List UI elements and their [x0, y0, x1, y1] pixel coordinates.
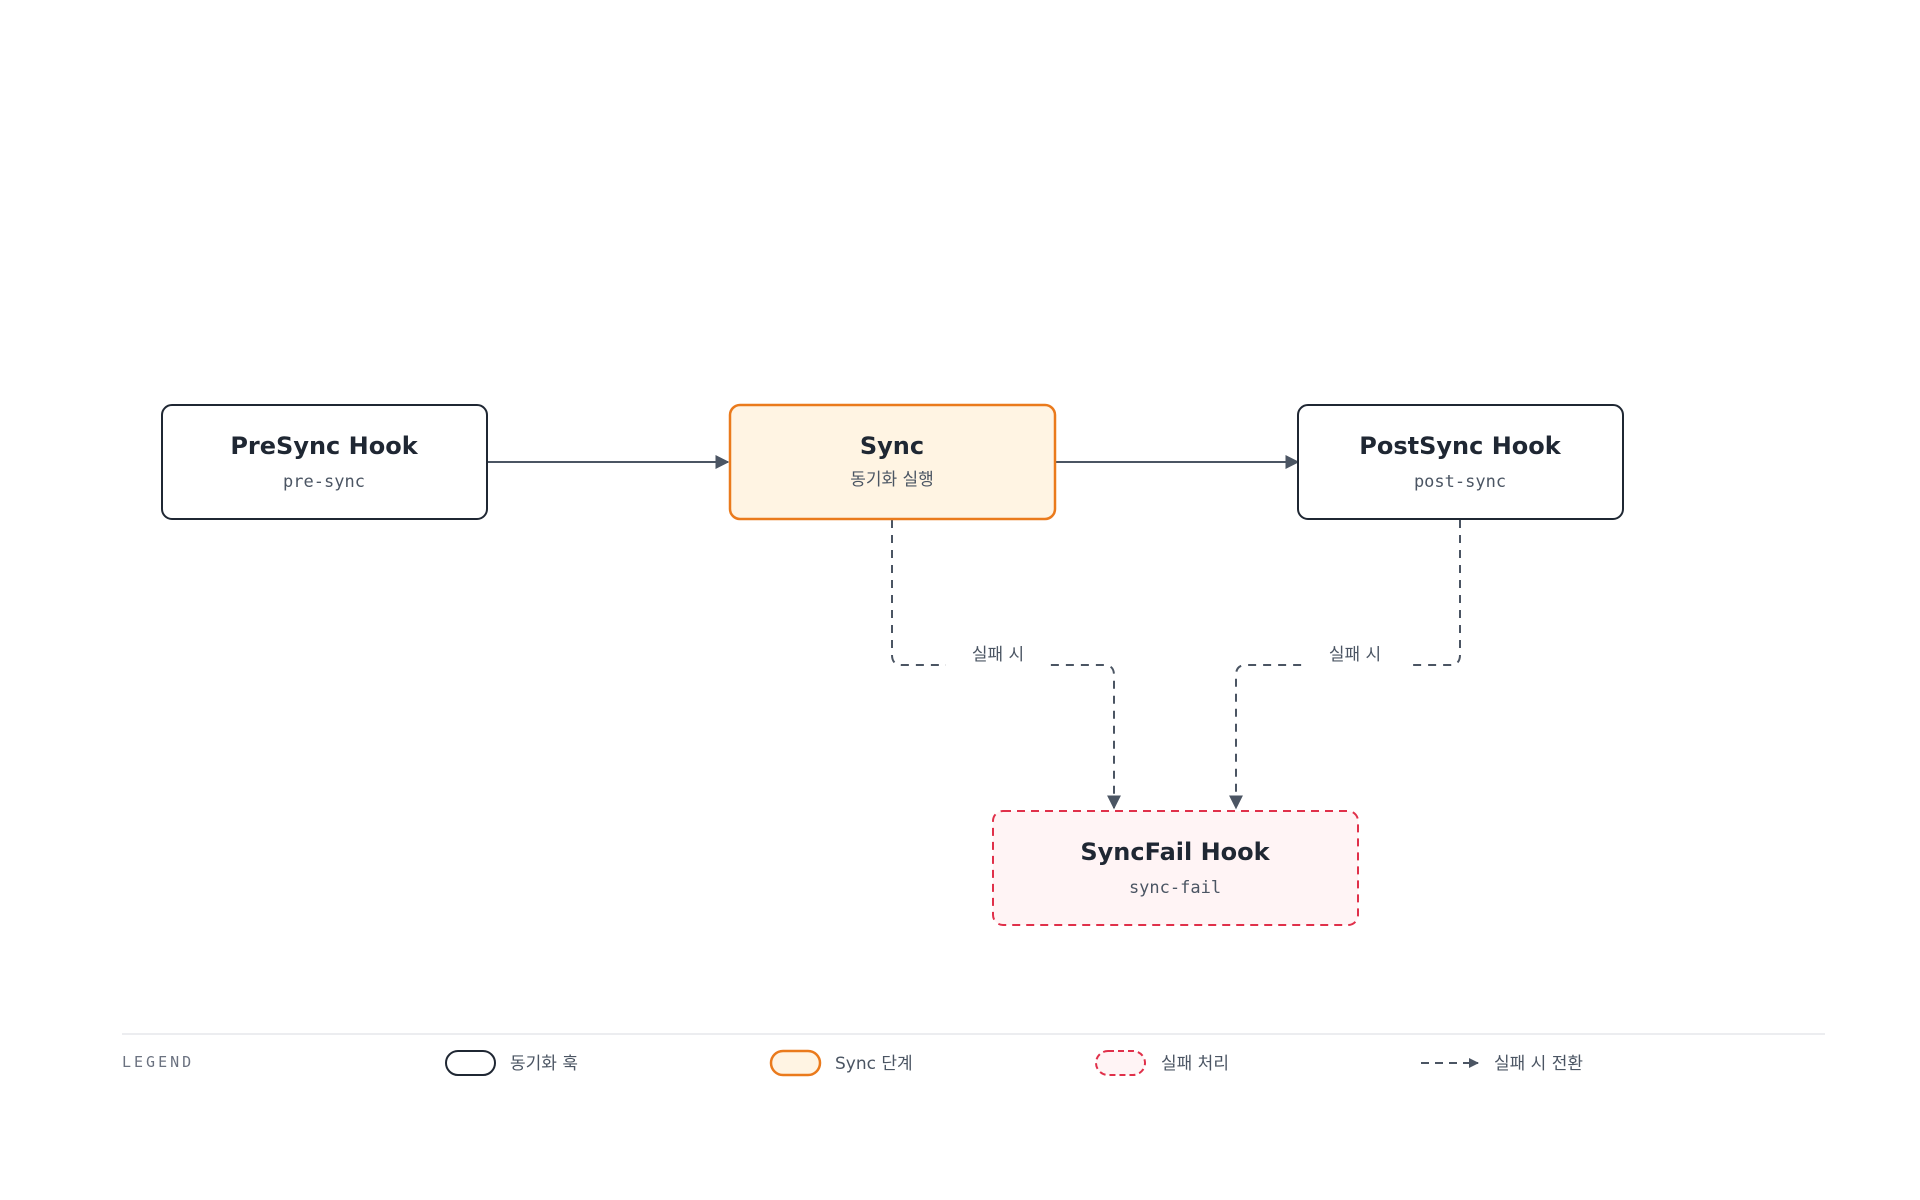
legend-swatch-hook — [445, 1050, 496, 1076]
node-subtitle: post-sync — [1414, 472, 1506, 492]
node-title: PreSync Hook — [230, 432, 418, 460]
node-subtitle: 동기화 실행 — [850, 470, 934, 490]
node-title: PostSync Hook — [1359, 432, 1561, 460]
legend-title: LEGEND — [122, 1053, 194, 1071]
edge-label-bg — [946, 636, 1050, 674]
legend-label: 동기화 훅 — [510, 1054, 578, 1074]
node-subtitle: sync-fail — [1129, 878, 1221, 898]
node-sync[interactable]: Sync 동기화 실행 — [728, 403, 1057, 521]
legend: LEGEND 동기화 훅 Sync 단계 실패 처리 실패 시 전환 — [122, 1033, 1825, 1077]
node-presync-hook[interactable]: PreSync Hook pre-sync — [161, 404, 488, 520]
legend-item-sync: Sync 단계 — [769, 1049, 913, 1077]
node-title: Sync — [860, 432, 924, 460]
legend-item-fail: 실패 처리 — [1095, 1050, 1229, 1076]
node-postsync-hook[interactable]: PostSync Hook post-sync — [1297, 404, 1624, 520]
legend-label: 실패 처리 — [1161, 1054, 1229, 1074]
legend-swatch-fail — [1095, 1050, 1146, 1076]
legend-item-fail-transition: 실패 시 전환 — [1421, 1054, 1583, 1074]
node-subtitle: pre-sync — [283, 472, 365, 492]
edge-label-bg — [1303, 636, 1407, 674]
legend-label: Sync 단계 — [835, 1054, 913, 1074]
legend-swatch-sync — [769, 1049, 822, 1077]
node-syncfail-hook[interactable]: SyncFail Hook sync-fail — [992, 810, 1359, 926]
legend-label: 실패 시 전환 — [1494, 1054, 1583, 1074]
node-title: SyncFail Hook — [1080, 838, 1270, 866]
edge-postsync-to-syncfail — [1229, 520, 1461, 810]
legend-item-hook: 동기화 훅 — [445, 1050, 578, 1076]
edge-label-sync-fail: 실패 시 — [972, 645, 1024, 665]
edge-label-postsync-fail: 실패 시 — [1329, 645, 1381, 665]
edge-sync-to-syncfail — [891, 520, 1121, 810]
